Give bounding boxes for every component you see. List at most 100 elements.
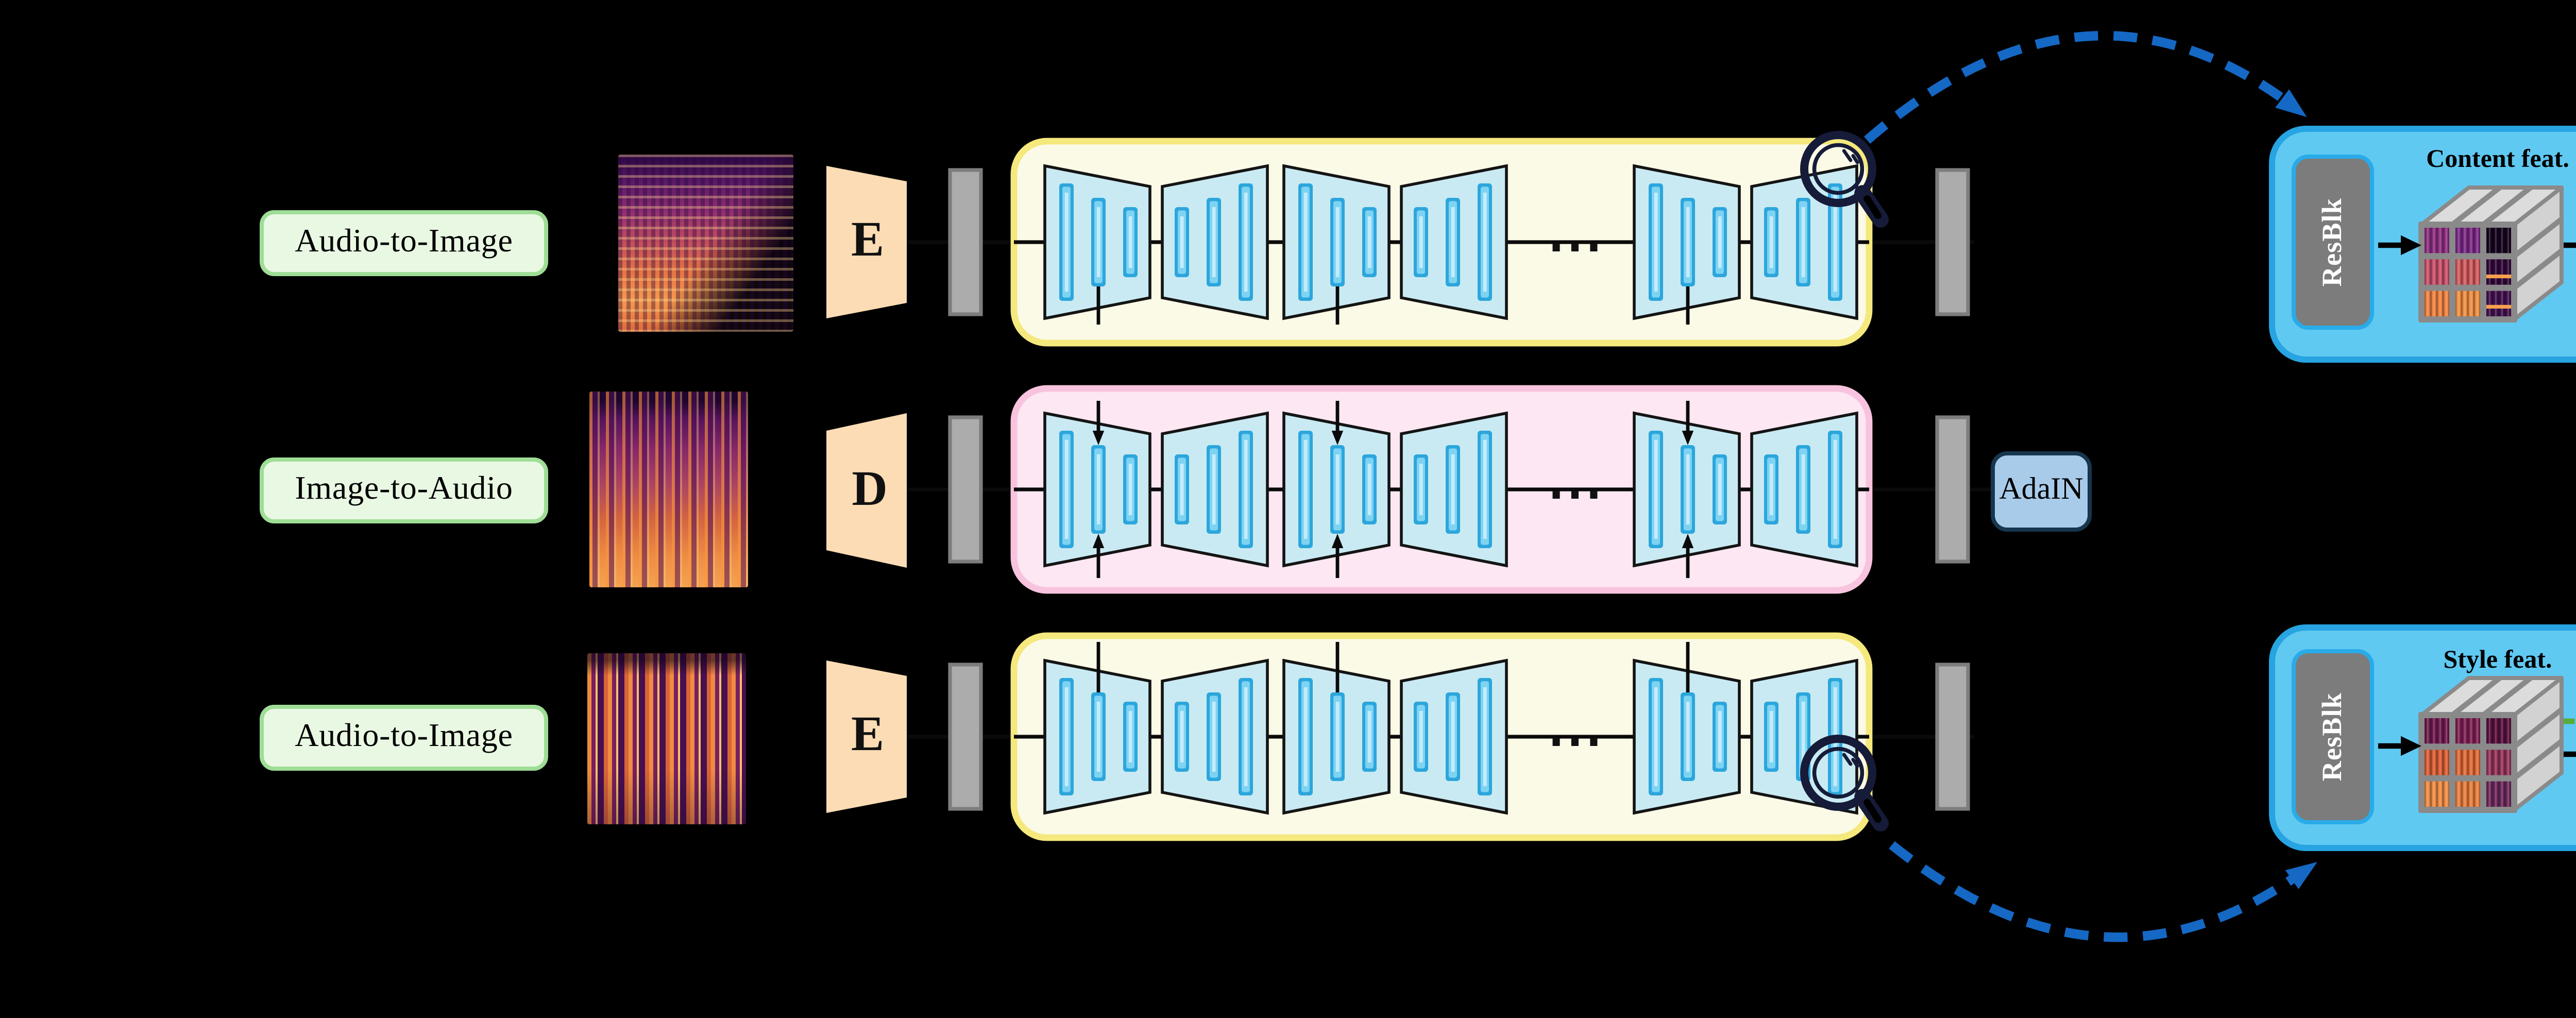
feature-bar-row1-d1-0-core — [1303, 193, 1308, 292]
feature-bar-row3-u2-1-core — [1801, 702, 1805, 772]
latent-bar-post-row3 — [1935, 663, 1970, 811]
feature-bar-row2-d0-2-core — [1128, 464, 1132, 515]
encoder-trapezoid-row3 — [826, 660, 907, 813]
q-arrow — [2564, 242, 2576, 248]
feature-bar-row1-u0-2-core — [1244, 193, 1248, 292]
style-feature-cube-cell-texture — [2486, 781, 2511, 807]
feature-bar-row3-u1-0-core — [1419, 711, 1423, 762]
feature-bar-row1-d0-1-core — [1096, 207, 1100, 277]
unet-row-row3: ... — [826, 632, 1974, 841]
feature-bar-row3-d2-1-core — [1686, 702, 1690, 772]
feature-bar-row1-u2-2-core — [1833, 193, 1837, 292]
feature-bar-row1-d1-1-core — [1335, 207, 1340, 277]
kv-feedback-dashed-line — [2564, 718, 2576, 724]
content-skip-arc-arrowhead — [2275, 89, 2307, 117]
feature-bar-row3-d2-2-core — [1718, 711, 1722, 762]
feature-bar-row1-u1-1-core — [1451, 207, 1455, 277]
style-feature-cube-top-div — [2450, 675, 2502, 718]
feature-bar-row2-d0-1-core — [1096, 454, 1100, 524]
style-feature-cube-cell-texture — [2425, 750, 2449, 775]
feature-bar-row2-d2-0-core — [1654, 440, 1658, 539]
decoder-letter-row2-text: D — [852, 463, 888, 516]
feature-bar-row2-d1-1-core — [1335, 454, 1340, 524]
feature-bar-row1-d1-2-core — [1367, 216, 1371, 268]
encoder-letter-row3-text: E — [851, 709, 884, 762]
content-feature-cube-side-div — [2512, 248, 2564, 290]
feature-bar-row2-d2-2-core — [1718, 464, 1722, 515]
style-feature-cube-cell-texture — [2455, 781, 2480, 807]
encoder-letter-row3: E — [837, 706, 899, 768]
feature-bar-row1-u2-1-core — [1801, 207, 1805, 277]
feature-bar-row3-u0-2-core — [1244, 687, 1248, 786]
content-feature-cube-cell-texture — [2486, 291, 2511, 316]
feature-bar-row2-u1-0-core — [1419, 464, 1423, 515]
magnifier-icon-style-shine2 — [1851, 758, 1859, 768]
content-feature-cube-top-div — [2450, 185, 2502, 227]
feature-bar-row3-d0-1-core — [1096, 702, 1100, 772]
style-feature-cube-side-div — [2512, 707, 2564, 749]
feature-bar-row3-d2-0-core — [1654, 687, 1658, 786]
adain-arrow-up-row2-2 — [1682, 534, 1694, 548]
feature-bar-row2-u0-2-core — [1244, 440, 1248, 539]
content-feature-cube-cell-texture — [2455, 291, 2480, 316]
task-label-row1: Audio-to-Image — [260, 209, 548, 275]
task-label-row3-text: Audio-to-Image — [295, 718, 513, 753]
adain-label: AdaIN — [1999, 474, 2083, 507]
style-feature-cube-cell-texture — [2486, 750, 2511, 775]
feature-bar-row2-d2-1-core — [1686, 454, 1690, 524]
feature-bar-row1-u0-0-core — [1180, 216, 1184, 268]
style-feature-cube-cell-texture — [2425, 718, 2449, 744]
task-label-row2-text: Image-to-Audio — [295, 471, 513, 506]
content-feature-cube-top-div — [2481, 185, 2533, 227]
content-feature-cube-cell-highlight — [2486, 304, 2511, 309]
magnifier-icon-content-lens-inner — [1812, 143, 1865, 195]
feature-bar-row1-d2-2-core — [1718, 216, 1722, 268]
feature-bar-row3-d1-1-core — [1335, 702, 1340, 772]
content-feature-cube-cell-texture — [2455, 228, 2480, 253]
adain-block: AdaIN — [1991, 451, 2092, 532]
resblk-to-cube-arrow-style-head — [2401, 736, 2421, 756]
branch-arrows — [2378, 235, 2576, 757]
magnifier-icon-style-handle-hollow — [1863, 799, 1882, 823]
feature-bar-row3-d1-2-core — [1367, 711, 1371, 762]
feature-bar-row3-d1-0-core — [1303, 687, 1308, 786]
feature-bar-row1-d2-1-core — [1686, 207, 1690, 277]
adain-arrow-up-row2-0 — [1092, 534, 1105, 548]
feature-bar-row2-d1-0-core — [1303, 440, 1308, 539]
content-feature-cube-side-div — [2512, 217, 2564, 259]
feature-bar-row1-u2-0-core — [1769, 216, 1773, 268]
style-feature-cube-cell-texture — [2486, 718, 2511, 744]
feature-bar-row2-u0-1-core — [1212, 454, 1216, 524]
resblk-block-content: ResBlk — [2292, 155, 2374, 330]
encoder-trapezoid-row1 — [826, 166, 907, 318]
feature-bar-row3-d0-0-core — [1064, 687, 1069, 786]
feature-bar-row3-u1-1-core — [1451, 702, 1455, 772]
latent-bar-post-row2 — [1935, 415, 1970, 564]
content-feat-label: Content feat. — [2426, 144, 2569, 173]
feature-bar-row2-d0-0-core — [1064, 440, 1069, 539]
style-feature-cube-side-div — [2512, 739, 2564, 781]
adain-arrow-up-row2-1 — [1331, 534, 1344, 548]
style-skip-arc-arrowhead-tri — [2285, 862, 2317, 889]
encoder-letter-row1-text: E — [851, 214, 884, 268]
unet-row-row2: ... — [826, 385, 1991, 594]
magnifier-icon-content-shine2 — [1851, 154, 1859, 164]
style-skip-arc-arrowhead — [2285, 862, 2317, 889]
content-feature-cube — [2418, 185, 2564, 323]
spectrogram-input-row1 — [618, 155, 793, 332]
spectrogram-input-row2 — [589, 392, 748, 587]
latent-bar-post-row1 — [1935, 168, 1970, 316]
magnifier-icon-style — [1800, 735, 1889, 832]
decoder-letter-row2: D — [839, 460, 901, 521]
skip-arcs — [1863, 31, 2317, 942]
magnifier-icon-content-shine1 — [1842, 149, 1853, 162]
decoder-trapezoid-row2 — [826, 413, 907, 568]
feature-bar-row2-u2-2-core — [1833, 440, 1837, 539]
feature-bar-row2-u1-1-core — [1451, 454, 1455, 524]
feature-bar-row2-u2-0-core — [1769, 464, 1773, 515]
magnifier-icon-content — [1800, 131, 1889, 228]
kv-green-path — [2564, 718, 2576, 724]
